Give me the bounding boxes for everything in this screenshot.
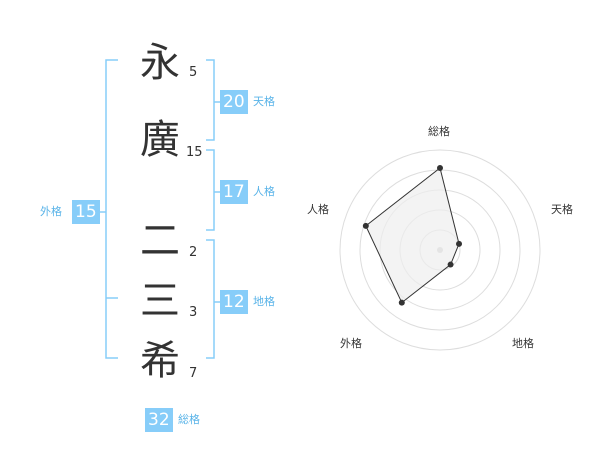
kanji-4: 三 xyxy=(140,278,180,324)
gaikaku-label: 外格 xyxy=(40,205,62,218)
stroke-count-3: 2 xyxy=(189,245,198,260)
jinkaku-label: 人格 xyxy=(253,185,275,198)
radar-point-2 xyxy=(447,261,454,268)
radar-label-chikaku: 地格 xyxy=(512,337,534,350)
radar-point-1 xyxy=(456,240,463,247)
stroke-count-5: 7 xyxy=(189,366,198,381)
chikaku-label: 地格 xyxy=(253,295,275,308)
radar-point-0 xyxy=(437,165,443,171)
jinkaku-value: 17 xyxy=(220,180,248,204)
radar-polygon xyxy=(365,167,460,304)
radar-label-tenkaku: 天格 xyxy=(551,203,573,216)
kanji-5: 希 xyxy=(140,338,180,384)
radar-point-3 xyxy=(398,299,405,306)
radar-ring-5 xyxy=(339,149,541,351)
radar-label-soukaku: 総格 xyxy=(428,125,450,138)
kanji-3: 二 xyxy=(140,218,180,264)
stroke-count-4: 3 xyxy=(189,305,198,320)
soukaku-value: 32 xyxy=(145,408,173,432)
radar-shape xyxy=(362,165,463,306)
radar-label-jinkaku: 人格 xyxy=(307,203,329,216)
soukaku-label: 総格 xyxy=(178,413,200,426)
tenkaku-label: 天格 xyxy=(253,95,275,108)
radar-label-gaikaku: 外格 xyxy=(340,337,362,350)
stroke-count-2: 15 xyxy=(186,145,203,160)
stroke-count-1: 5 xyxy=(189,65,198,80)
gaikaku-value: 15 xyxy=(72,200,100,224)
kanji-1: 永 xyxy=(140,40,180,86)
chikaku-value: 12 xyxy=(220,290,248,314)
kanji-2: 廣 xyxy=(140,117,180,163)
radar-point-4 xyxy=(362,222,369,229)
tenkaku-value: 20 xyxy=(220,90,248,114)
